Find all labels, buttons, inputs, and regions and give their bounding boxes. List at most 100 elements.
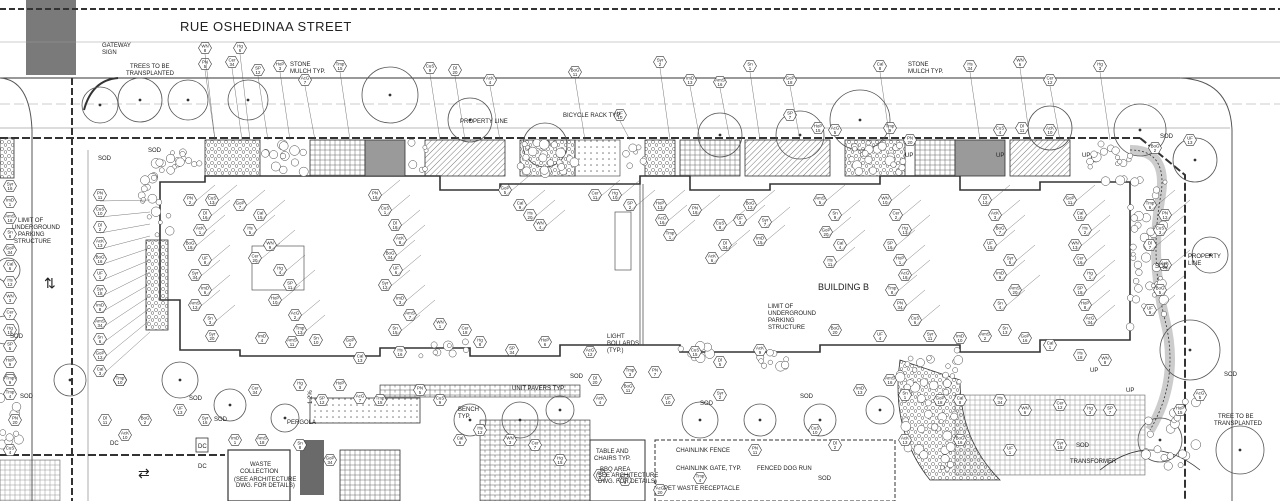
plant-tag-152: UF9 bbox=[1143, 304, 1157, 316]
leader-146 bbox=[1149, 189, 1176, 212]
plant-tag-count-46: 4 bbox=[9, 394, 12, 399]
leader-121 bbox=[895, 199, 922, 222]
plant-tag-code-48: CuS bbox=[96, 207, 105, 212]
plant-tag-count-23: 7 bbox=[789, 115, 792, 120]
shrub-i-14 bbox=[1158, 294, 1169, 305]
plant-tag-code-41: Cer bbox=[6, 310, 14, 315]
tree-trunk-12 bbox=[1193, 158, 1197, 162]
plant-tag-code-89: Dl bbox=[393, 221, 397, 226]
note-table-chairs: TABLE AND CHAIRS TYP. bbox=[594, 449, 631, 462]
plant-tag-hex-191 bbox=[621, 382, 635, 394]
shrub-l-6 bbox=[463, 346, 469, 353]
plant-tag-hex-195 bbox=[883, 374, 897, 386]
unit-pavers bbox=[379, 384, 581, 398]
plant-tag-code-164: HoP bbox=[541, 338, 550, 343]
plant-tag-187: PN5 bbox=[413, 384, 427, 396]
plant-tag-216: Sn8 bbox=[293, 439, 307, 451]
tree-trunk-14 bbox=[1238, 448, 1242, 452]
plant-tag-hex-12 bbox=[613, 109, 627, 121]
shrub-k-14 bbox=[1140, 449, 1151, 460]
sod-label-8: SOD bbox=[570, 374, 584, 380]
plant-tag-count-112: 3 bbox=[739, 220, 742, 225]
plant-tag-hex-33 bbox=[3, 180, 17, 192]
plant-tag-hex-106 bbox=[663, 229, 677, 241]
paver-plaza bbox=[479, 419, 591, 501]
note-stone-2-line-1: STONE bbox=[908, 62, 929, 68]
plant-tag-count-216: 8 bbox=[299, 445, 302, 450]
tree-24 bbox=[743, 403, 777, 437]
plant-tag-code-204: HoP bbox=[1176, 406, 1185, 411]
plant-tag-count-3: 12 bbox=[256, 70, 261, 75]
plant-tag-hex-78 bbox=[253, 209, 267, 221]
plant-tag-code-47: PN bbox=[97, 191, 103, 196]
plant-tag-code-19: Hs bbox=[967, 62, 973, 67]
plant-tag-code-159: Hs bbox=[397, 348, 403, 353]
plant-tag-hex-209 bbox=[98, 414, 112, 426]
plant-tag-103: SP2 bbox=[623, 199, 637, 211]
plant-tag-count-177: 16 bbox=[1023, 338, 1028, 343]
plant-tag-count-160: 1 bbox=[439, 324, 442, 329]
tree-25 bbox=[803, 403, 837, 437]
shrub-b-4 bbox=[270, 161, 281, 172]
plant-tag-code-177: GoP bbox=[1021, 334, 1030, 339]
plant-tag-count-108: 8 bbox=[719, 225, 722, 230]
plant-tag-count-217: 34 bbox=[328, 460, 333, 465]
plant-tag-code-136: Sn bbox=[997, 301, 1003, 306]
plant-tag-code-169: Dl bbox=[718, 358, 722, 363]
plant-tag-code-160: WN bbox=[436, 320, 443, 325]
plant-tag-169: Dl5 bbox=[713, 356, 727, 368]
plant-tag-count-100: 4 bbox=[539, 225, 542, 230]
shrub-h-2 bbox=[154, 232, 160, 238]
bed-12 bbox=[1009, 139, 1071, 177]
plant-tag-count-171: 20 bbox=[833, 330, 838, 335]
plant-tag-hex-50 bbox=[93, 237, 107, 249]
plant-tag-code-100: WN bbox=[536, 221, 543, 226]
leader-3 bbox=[257, 75, 269, 141]
plant-tag-count-221: 7 bbox=[534, 445, 537, 450]
shrub-g-8 bbox=[1100, 176, 1111, 186]
shrub-a-17 bbox=[179, 151, 186, 158]
note-gateway-sign: GATEWAY SIGN bbox=[102, 43, 131, 56]
plant-tag-count-190: 4 bbox=[599, 400, 602, 405]
plant-tag-49: Dl2 bbox=[93, 221, 107, 233]
plant-tag-code-150: AcK bbox=[1161, 261, 1169, 266]
plant-tag-count-74: 6 bbox=[204, 290, 207, 295]
leader-95 bbox=[409, 299, 436, 322]
plant-tag-code-94: ImD bbox=[396, 296, 404, 301]
plant-tag-count-2: 6 bbox=[239, 48, 242, 53]
note-waste-3: (SEE ARCHITECTURE bbox=[234, 477, 296, 483]
plant-tag-hex-222 bbox=[553, 454, 567, 466]
plant-tag-count-47: 11 bbox=[98, 195, 103, 200]
plant-tag-count-193: 2 bbox=[719, 395, 722, 400]
plant-tag-count-139: 2 bbox=[1084, 230, 1087, 235]
plant-tag-hex-140 bbox=[1068, 239, 1082, 251]
shrub-l-8 bbox=[430, 341, 438, 349]
plant-tag-code-75: AmS bbox=[190, 301, 200, 306]
plant-tag-count-9: 20 bbox=[453, 70, 458, 75]
tree-trunk-22 bbox=[558, 408, 562, 412]
plant-tag-hex-168 bbox=[688, 346, 702, 358]
plant-tag-count-38: 6 bbox=[9, 266, 12, 271]
leader-97 bbox=[504, 174, 531, 197]
shrub-f-21 bbox=[864, 155, 873, 164]
plant-tag-code-175: AmS bbox=[980, 332, 990, 337]
plant-tag-code-78: Cal bbox=[257, 211, 264, 216]
plant-tag-code-147: PN bbox=[1162, 211, 1168, 216]
shrub-f-16 bbox=[861, 150, 869, 157]
bed-left bbox=[0, 137, 15, 179]
shrub-n-4 bbox=[766, 349, 774, 357]
note-table-2: CHAIRS TYP. bbox=[594, 456, 631, 462]
leader-70 bbox=[199, 214, 226, 237]
shrub-i-31 bbox=[1130, 214, 1138, 222]
